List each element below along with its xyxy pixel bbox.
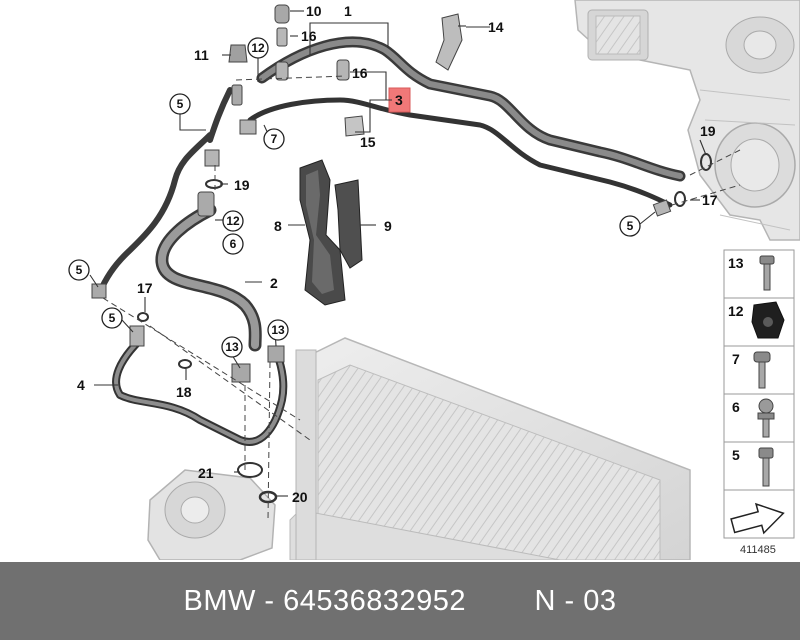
callout-19-left: 19 — [234, 177, 250, 193]
svg-text:5: 5 — [177, 97, 184, 111]
callout-16-mid: 16 — [352, 65, 368, 81]
callout-15: 15 — [360, 134, 376, 150]
part-info-footer: BMW - 64536832952 N - 03 — [0, 562, 800, 640]
callout-2: 2 — [270, 275, 278, 291]
svg-text:12: 12 — [251, 41, 265, 55]
callout-12-top: 12 — [247, 37, 269, 59]
callout-5-lower-left: 5 — [101, 307, 123, 329]
callout-6: 6 — [222, 233, 244, 255]
callout-14: 14 — [488, 19, 504, 35]
evaporator-housing-graphic — [574, 0, 800, 241]
callout-19-right: 19 — [700, 123, 716, 139]
brand-name: BMW — [183, 584, 256, 617]
callout-10: 10 — [306, 3, 322, 19]
footer-separator: - — [255, 584, 284, 617]
callout-17-right: 17 — [702, 192, 718, 208]
svg-text:5: 5 — [627, 219, 634, 233]
svg-text:5: 5 — [76, 263, 83, 277]
parts-diagram: 10 1 16 11 16 3 14 15 19 8 9 2 17 4 18 1… — [68, 0, 800, 560]
bolt-icon — [759, 255, 775, 291]
callout-20: 20 — [292, 489, 308, 505]
callout-5-right: 5 — [619, 215, 641, 237]
svg-text:6: 6 — [732, 399, 740, 415]
heat-shield-brackets — [299, 159, 363, 306]
callout-16-top: 16 — [301, 28, 317, 44]
view-arrow-icon — [730, 502, 785, 535]
svg-text:7: 7 — [732, 351, 740, 367]
svg-text:13: 13 — [728, 255, 744, 271]
callout-13-left: 13 — [221, 336, 243, 358]
flange-bolt-icon — [753, 351, 771, 389]
callout-5-mid-left: 5 — [68, 259, 90, 281]
part-number: 64536832952 — [283, 584, 467, 617]
svg-text:13: 13 — [225, 340, 239, 354]
diagram-id: 411485 — [740, 544, 776, 556]
callout-12-mid: 12 — [222, 210, 244, 232]
svg-text:13: 13 — [271, 323, 285, 337]
svg-text:12: 12 — [226, 214, 240, 228]
callout-7: 7 — [263, 128, 285, 150]
svg-text:5: 5 — [732, 447, 740, 463]
callout-18: 18 — [176, 384, 192, 400]
svg-text:5: 5 — [109, 311, 116, 325]
leader-lines — [89, 10, 707, 497]
svg-text:7: 7 — [271, 132, 278, 146]
page-reference: N - 03 — [534, 584, 617, 617]
refrigerant-lines — [97, 36, 686, 446]
callout-13-right: 13 — [267, 319, 289, 341]
ac-compressor-graphic — [147, 469, 276, 560]
alignment-dashes — [102, 75, 741, 521]
callout-8: 8 — [274, 218, 282, 234]
condenser-radiator-graphic — [289, 337, 691, 560]
footer-gap — [466, 585, 534, 618]
callout-labels: 10 1 16 11 16 3 14 15 19 8 9 2 17 4 18 1… — [77, 3, 718, 505]
callout-17-left: 17 — [137, 280, 153, 296]
circled-callouts: 12 5 7 12 6 5 5 13 13 5 — [68, 37, 641, 358]
callout-11: 11 — [194, 47, 209, 63]
callout-5-top-left: 5 — [169, 93, 191, 115]
svg-text:6: 6 — [230, 237, 237, 251]
clip-icon — [751, 301, 785, 339]
hex-bolt-icon — [758, 447, 774, 487]
callout-1: 1 — [344, 3, 352, 19]
callout-3: 3 — [395, 92, 403, 108]
ball-stud-icon — [757, 398, 775, 438]
callout-4: 4 — [77, 377, 85, 393]
callout-21: 21 — [198, 465, 214, 481]
fastener-legend: 13 12 7 6 5 — [723, 249, 795, 556]
callout-9: 9 — [384, 218, 392, 234]
svg-text:12: 12 — [728, 303, 744, 319]
fittings-and-seals — [91, 4, 712, 504]
